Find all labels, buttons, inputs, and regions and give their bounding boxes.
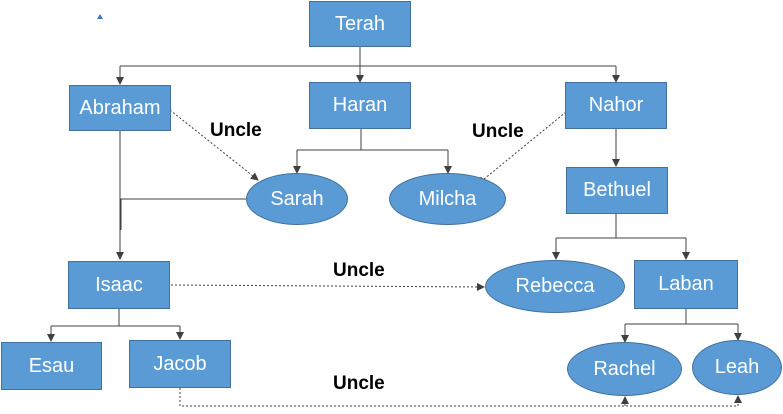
- sarah-to-isaac: [120, 198, 246, 230]
- node-jacob: Jacob: [129, 340, 231, 388]
- node-rachel: Rachel: [567, 342, 682, 396]
- node-isaac: Isaac: [68, 261, 170, 309]
- node-jacob-label: Jacob: [153, 352, 207, 375]
- node-rebecca: Rebecca: [485, 260, 625, 313]
- node-rachel-label: Rachel: [593, 357, 656, 380]
- node-haran: Haran: [309, 82, 411, 129]
- node-bethuel-label: Bethuel: [583, 179, 651, 201]
- uncle-link-isaac-rebecca: [170, 282, 485, 291]
- node-isaac-label: Isaac: [95, 273, 143, 296]
- uncle-label-isaac-rebecca: Uncle: [333, 260, 385, 281]
- node-milcha-label: Milcha: [418, 187, 477, 210]
- node-haran-label: Haran: [332, 94, 388, 116]
- node-sarah-label: Sarah: [270, 187, 324, 210]
- uncle-label-jacob-rachel-leah: Uncle: [333, 373, 385, 394]
- node-terah: Terah: [309, 1, 411, 47]
- uncle-link-nahor-milcha: [477, 111, 567, 185]
- node-abraham-label: Abraham: [79, 96, 161, 119]
- node-rebecca-label: Rebecca: [515, 275, 595, 297]
- node-esau-label: Esau: [28, 354, 75, 377]
- node-bethuel: Bethuel: [566, 167, 668, 214]
- node-abraham: Abraham: [69, 85, 171, 131]
- uncle-label-abraham-sarah: Uncle: [210, 120, 262, 141]
- node-sarah: Sarah: [246, 173, 348, 225]
- node-leah-label: Leah: [714, 356, 760, 378]
- uncle-link-abraham-sarah: [169, 109, 259, 181]
- node-nahor: Nahor: [565, 82, 667, 129]
- node-laban-label: Laban: [658, 273, 714, 295]
- node-esau: Esau: [1, 342, 102, 390]
- node-laban: Laban: [634, 260, 738, 309]
- node-milcha: Milcha: [389, 173, 506, 225]
- uncle-label-nahor-milcha: Uncle: [472, 121, 524, 142]
- triangle-marker-icon: [97, 14, 103, 19]
- uncle-link-jacob-rachel-leah: [179, 388, 742, 407]
- node-nahor-label: Nahor: [588, 94, 644, 116]
- node-terah-label: Terah: [334, 12, 386, 35]
- node-leah: Leah: [692, 340, 782, 395]
